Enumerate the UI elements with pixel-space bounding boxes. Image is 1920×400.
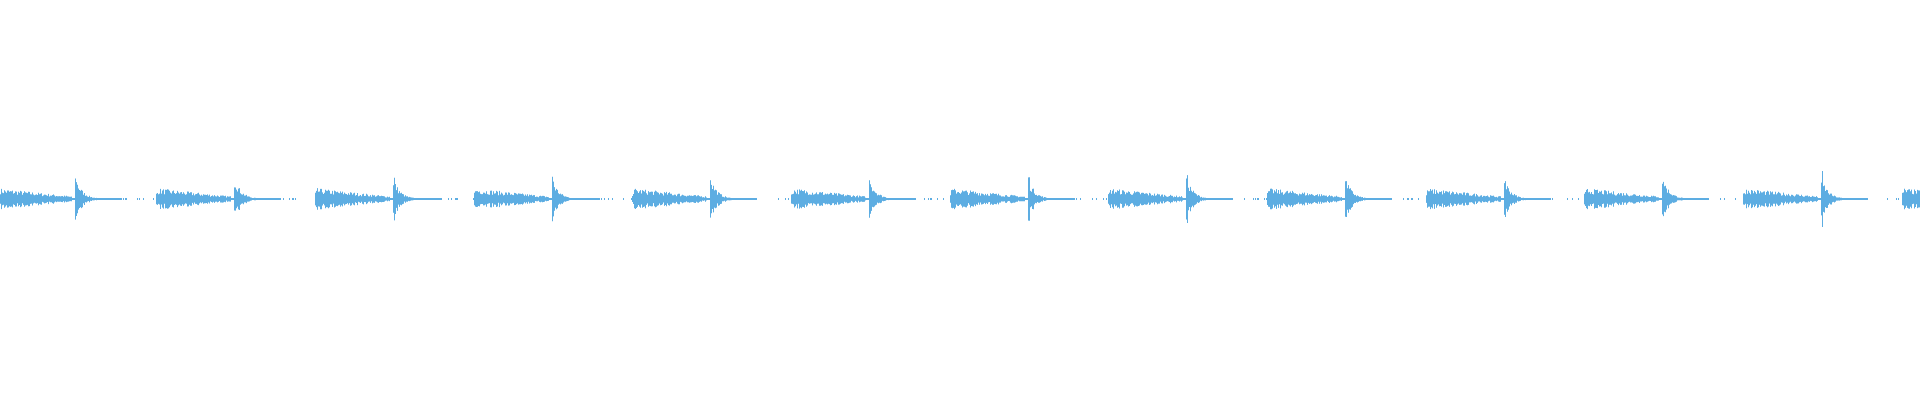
waveform-trace: [0, 171, 1920, 227]
